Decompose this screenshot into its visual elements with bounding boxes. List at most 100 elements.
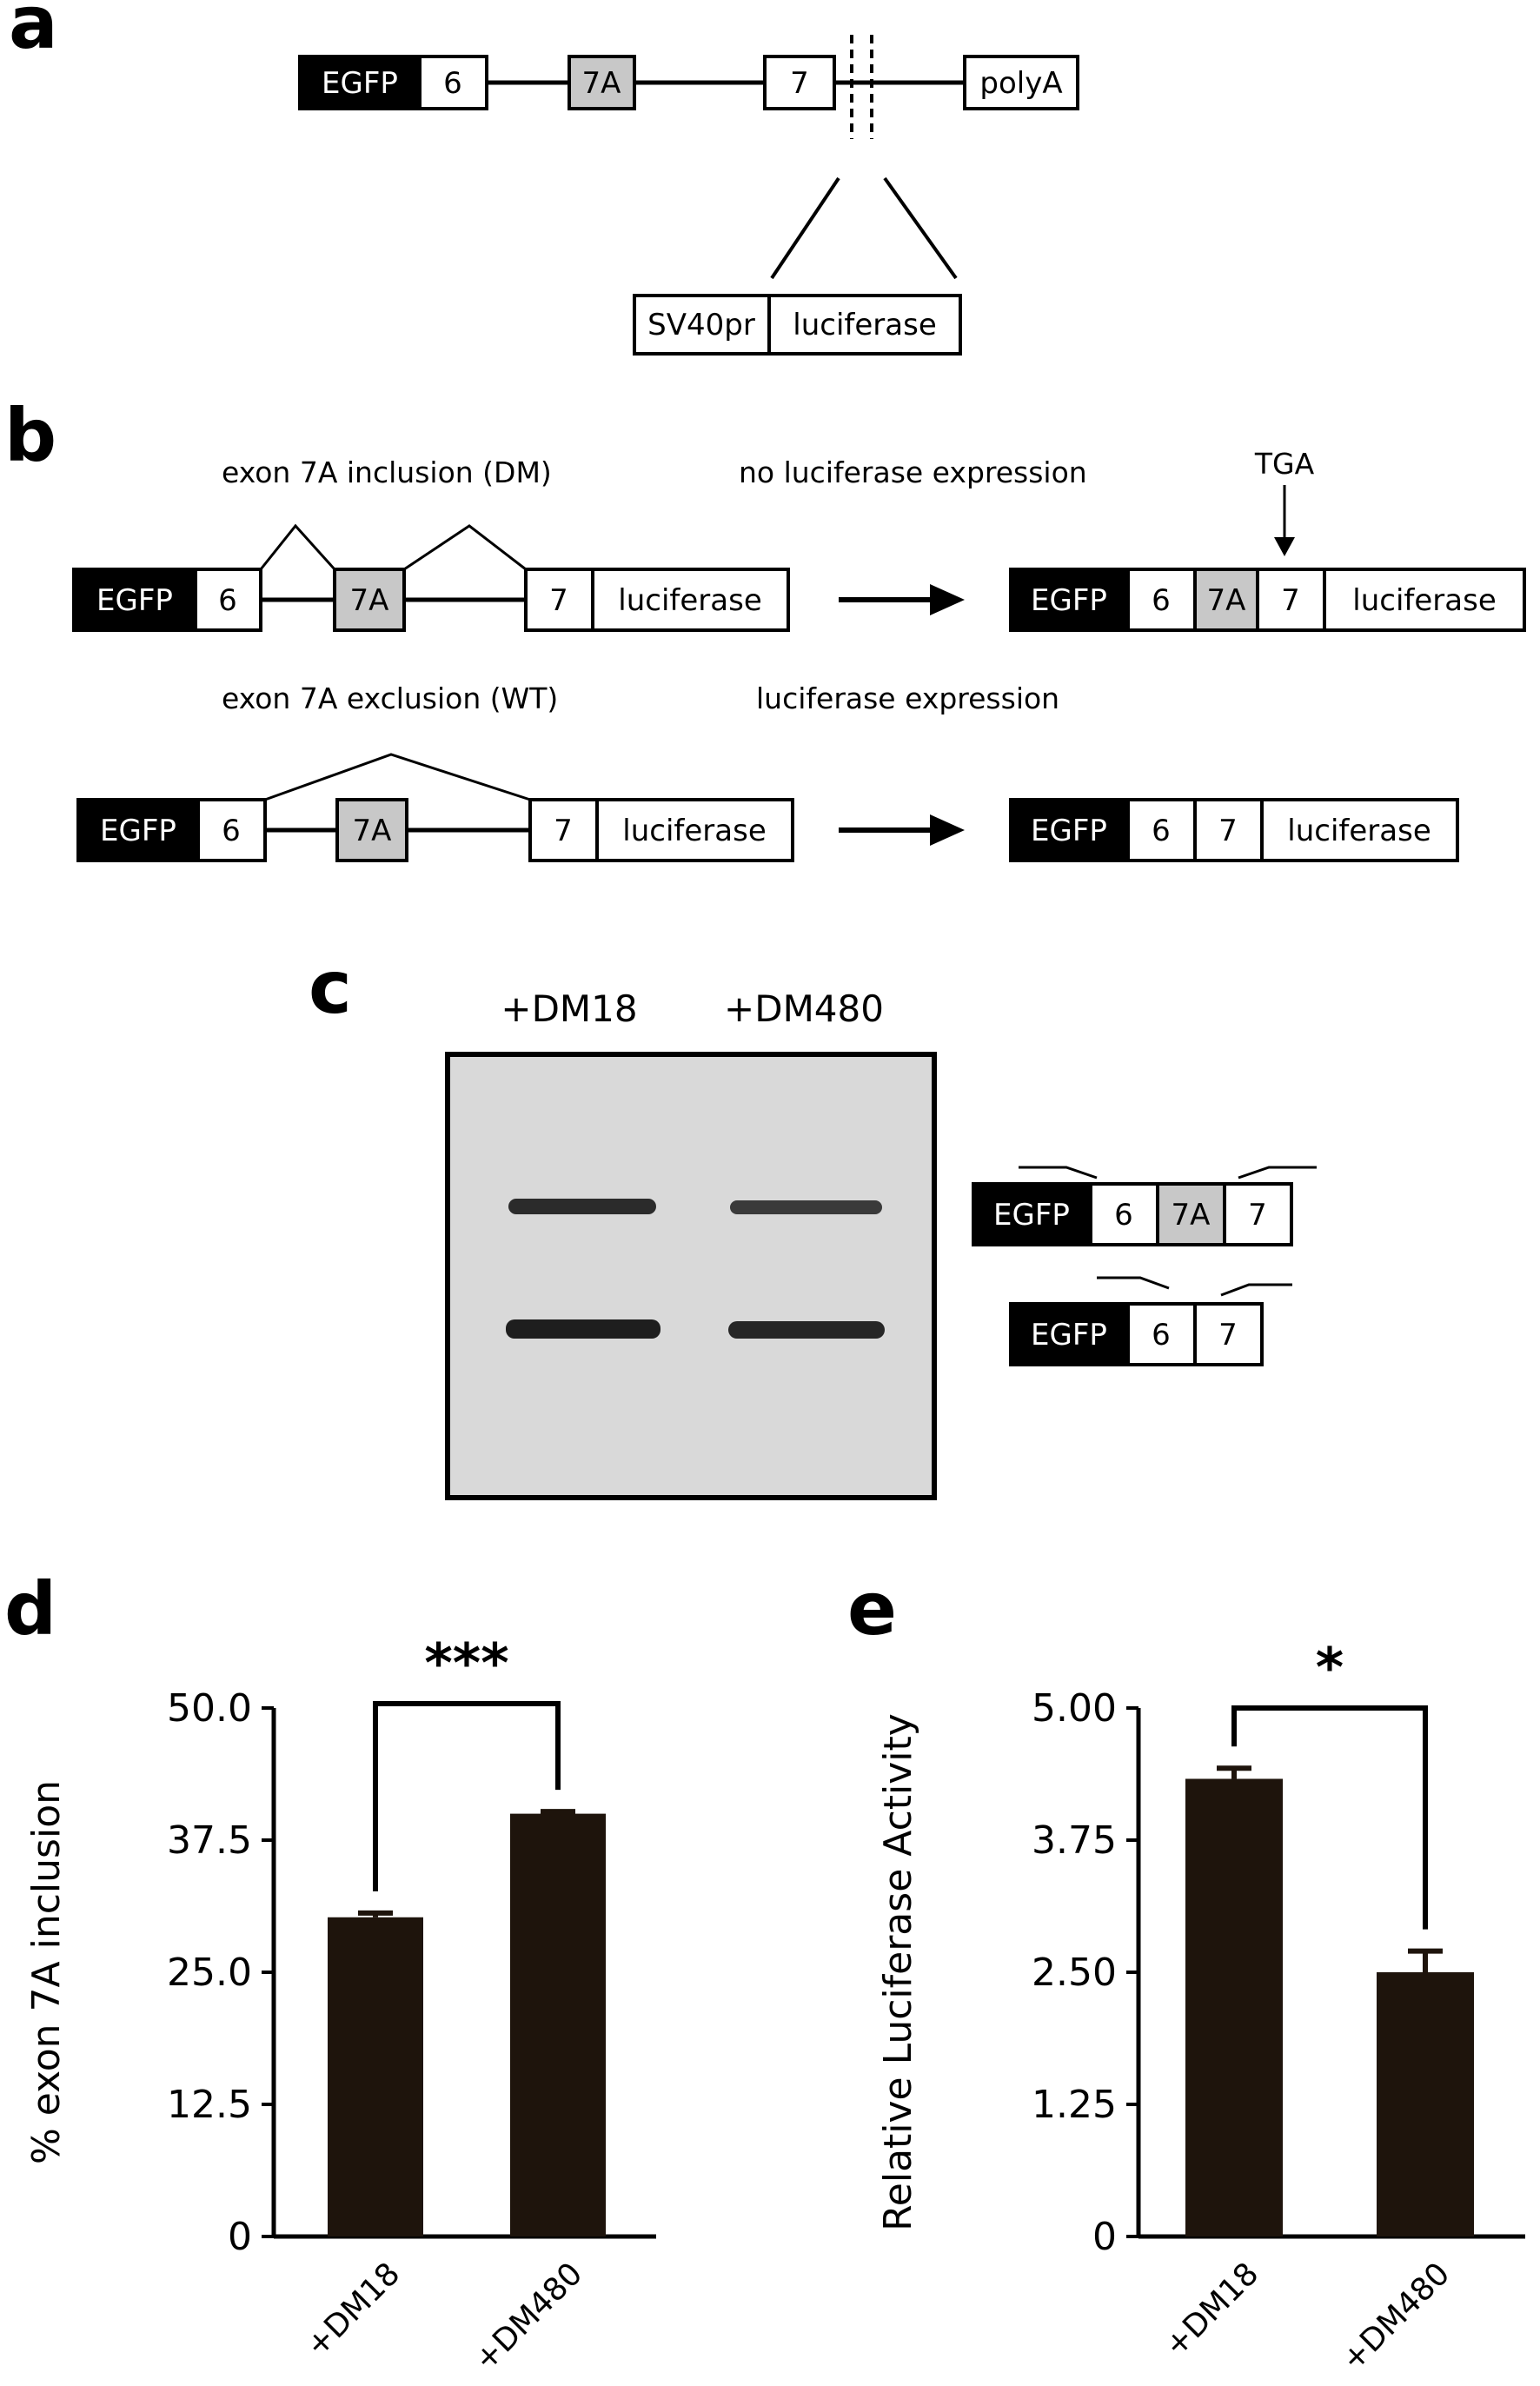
- exon-label: EGFP: [993, 1198, 1070, 1233]
- expansion-line: [883, 176, 958, 280]
- exon-label: 7: [790, 66, 809, 101]
- dm-mrna-egfp: EGFP: [1009, 568, 1130, 632]
- wt-mrna-egfp: EGFP: [1009, 798, 1130, 862]
- y-tick-label: 3.75: [1032, 1818, 1117, 1863]
- insert-label: luciferase: [793, 308, 936, 342]
- reverse-primer: [1220, 1283, 1292, 1297]
- dm-pre-egfp: EGFP: [72, 568, 197, 632]
- exon-label: EGFP: [322, 66, 398, 101]
- dm-caption: exon 7A inclusion (DM): [222, 455, 552, 489]
- x-tick-label: +DM18: [1158, 2256, 1265, 2363]
- exon-label: 6: [443, 66, 462, 101]
- y-tick-label: 50.0: [167, 1686, 252, 1731]
- exon-label: luciferase: [622, 814, 766, 848]
- bar: [510, 1813, 606, 2236]
- gel-image: [445, 1052, 937, 1500]
- luciferase-box: luciferase: [767, 294, 962, 356]
- exon-label: EGFP: [1031, 583, 1107, 618]
- exon-label: 6: [222, 814, 241, 848]
- dm-mrna-exon-7a: 7A: [1193, 568, 1259, 632]
- y-axis-label: % exon 7A inclusion: [24, 1780, 69, 2164]
- wt-pre-exon-6: 6: [196, 798, 267, 862]
- wt-pre-exon-7a: 7A: [335, 798, 408, 862]
- stop-codon-arrowhead: [1274, 537, 1295, 556]
- dm-pre-luciferase: luciferase: [591, 568, 790, 632]
- bar: [328, 1917, 423, 2236]
- x-tick-label: +DM480: [1335, 2256, 1457, 2377]
- exon-label: 7A: [353, 814, 392, 848]
- y-tick-label: 1.25: [1032, 2083, 1117, 2127]
- lane-label: +DM480: [724, 987, 884, 1030]
- y-tick-label: 25.0: [167, 1951, 252, 1995]
- process-arrowhead: [930, 814, 965, 846]
- splice-line: [259, 523, 336, 571]
- expansion-line: [770, 176, 840, 280]
- y-axis-label: Relative Luciferase Activity: [876, 1713, 920, 2231]
- forward-primer: [1019, 1166, 1098, 1180]
- exon-egfp: EGFP: [298, 55, 422, 110]
- wt-mrna-exon-6: 6: [1126, 798, 1197, 862]
- exon-label: 6: [1114, 1198, 1133, 1233]
- exon-label: 7: [1248, 1198, 1267, 1233]
- panel-c-letter: c: [309, 945, 352, 1030]
- exon-label: EGFP: [1031, 1318, 1107, 1353]
- stop-codon-label: TGA: [1254, 447, 1315, 481]
- exon-label: luciferase: [1287, 814, 1430, 848]
- panel-e-letter: e: [847, 1566, 897, 1652]
- significance-bracket: [373, 1701, 561, 1891]
- splice-line: [403, 524, 527, 571]
- y-tick-label: 2.50: [1032, 1951, 1117, 1995]
- exon-6: 6: [418, 55, 488, 110]
- exon-label: EGFP: [96, 583, 173, 618]
- x-tick-label: +DM18: [299, 2256, 407, 2363]
- wt-outcome: luciferase expression: [756, 681, 1059, 715]
- significance-bracket: [1231, 1705, 1428, 1930]
- exon-label: luciferase: [618, 583, 761, 618]
- y-tick-label: 0: [228, 2215, 252, 2259]
- insert-label: SV40pr: [647, 308, 755, 342]
- wt-pre-exon-7: 7: [528, 798, 599, 862]
- panel-c: c +DM18 +DM480 EGFP 6 7A 7: [309, 945, 1317, 1500]
- exon-label: 7: [1218, 814, 1238, 848]
- sv40-promoter-box: SV40pr: [633, 294, 771, 356]
- lane-label: +DM18: [501, 987, 637, 1030]
- exon-label: 6: [1152, 583, 1171, 618]
- forward-primer: [1097, 1276, 1170, 1290]
- lower-product-exon-6: 6: [1126, 1302, 1197, 1366]
- panel-b: b exon 7A inclusion (DM) no luciferase e…: [4, 393, 1526, 862]
- dm-mrna-exon-7: 7: [1256, 568, 1326, 632]
- reverse-primer: [1238, 1166, 1317, 1180]
- bar: [1377, 1972, 1474, 2236]
- exon-label: 7A: [1207, 583, 1246, 618]
- upper-product-egfp: EGFP: [972, 1182, 1092, 1246]
- gel-band-upper: [730, 1200, 882, 1214]
- process-arrowhead: [930, 584, 965, 615]
- exon-label: 7: [554, 814, 573, 848]
- panel-a: a EGFP 6 7A 7 polyA: [9, 0, 1079, 356]
- exon-7: 7: [763, 55, 836, 110]
- exon-label: 7: [549, 583, 568, 618]
- significance-stars: ***: [424, 1632, 508, 1695]
- exon-7a: 7A: [568, 55, 636, 110]
- exon-label: EGFP: [1031, 814, 1107, 848]
- dm-outcome: no luciferase expression: [739, 455, 1087, 489]
- dm-pre-exon-6: 6: [194, 568, 262, 632]
- gel-band-upper: [508, 1199, 656, 1214]
- y-tick-label: 0: [1092, 2215, 1117, 2259]
- exon-label: 7A: [350, 583, 389, 618]
- exon-label: 7: [1281, 583, 1300, 618]
- wt-mrna-luciferase: luciferase: [1260, 798, 1459, 862]
- panel-b-letter: b: [4, 393, 56, 478]
- gel-band-lower: [728, 1321, 885, 1339]
- exon-label: 7A: [1172, 1198, 1211, 1233]
- exon-label: 6: [218, 583, 237, 618]
- exon-label: luciferase: [1352, 583, 1496, 618]
- wt-pre-luciferase: luciferase: [595, 798, 794, 862]
- panel-d-letter: d: [4, 1566, 56, 1652]
- exon-label: 6: [1152, 814, 1171, 848]
- upper-product-exon-6: 6: [1089, 1182, 1159, 1246]
- dm-pre-exon-7: 7: [524, 568, 594, 632]
- dm-mrna-exon-6: 6: [1126, 568, 1197, 632]
